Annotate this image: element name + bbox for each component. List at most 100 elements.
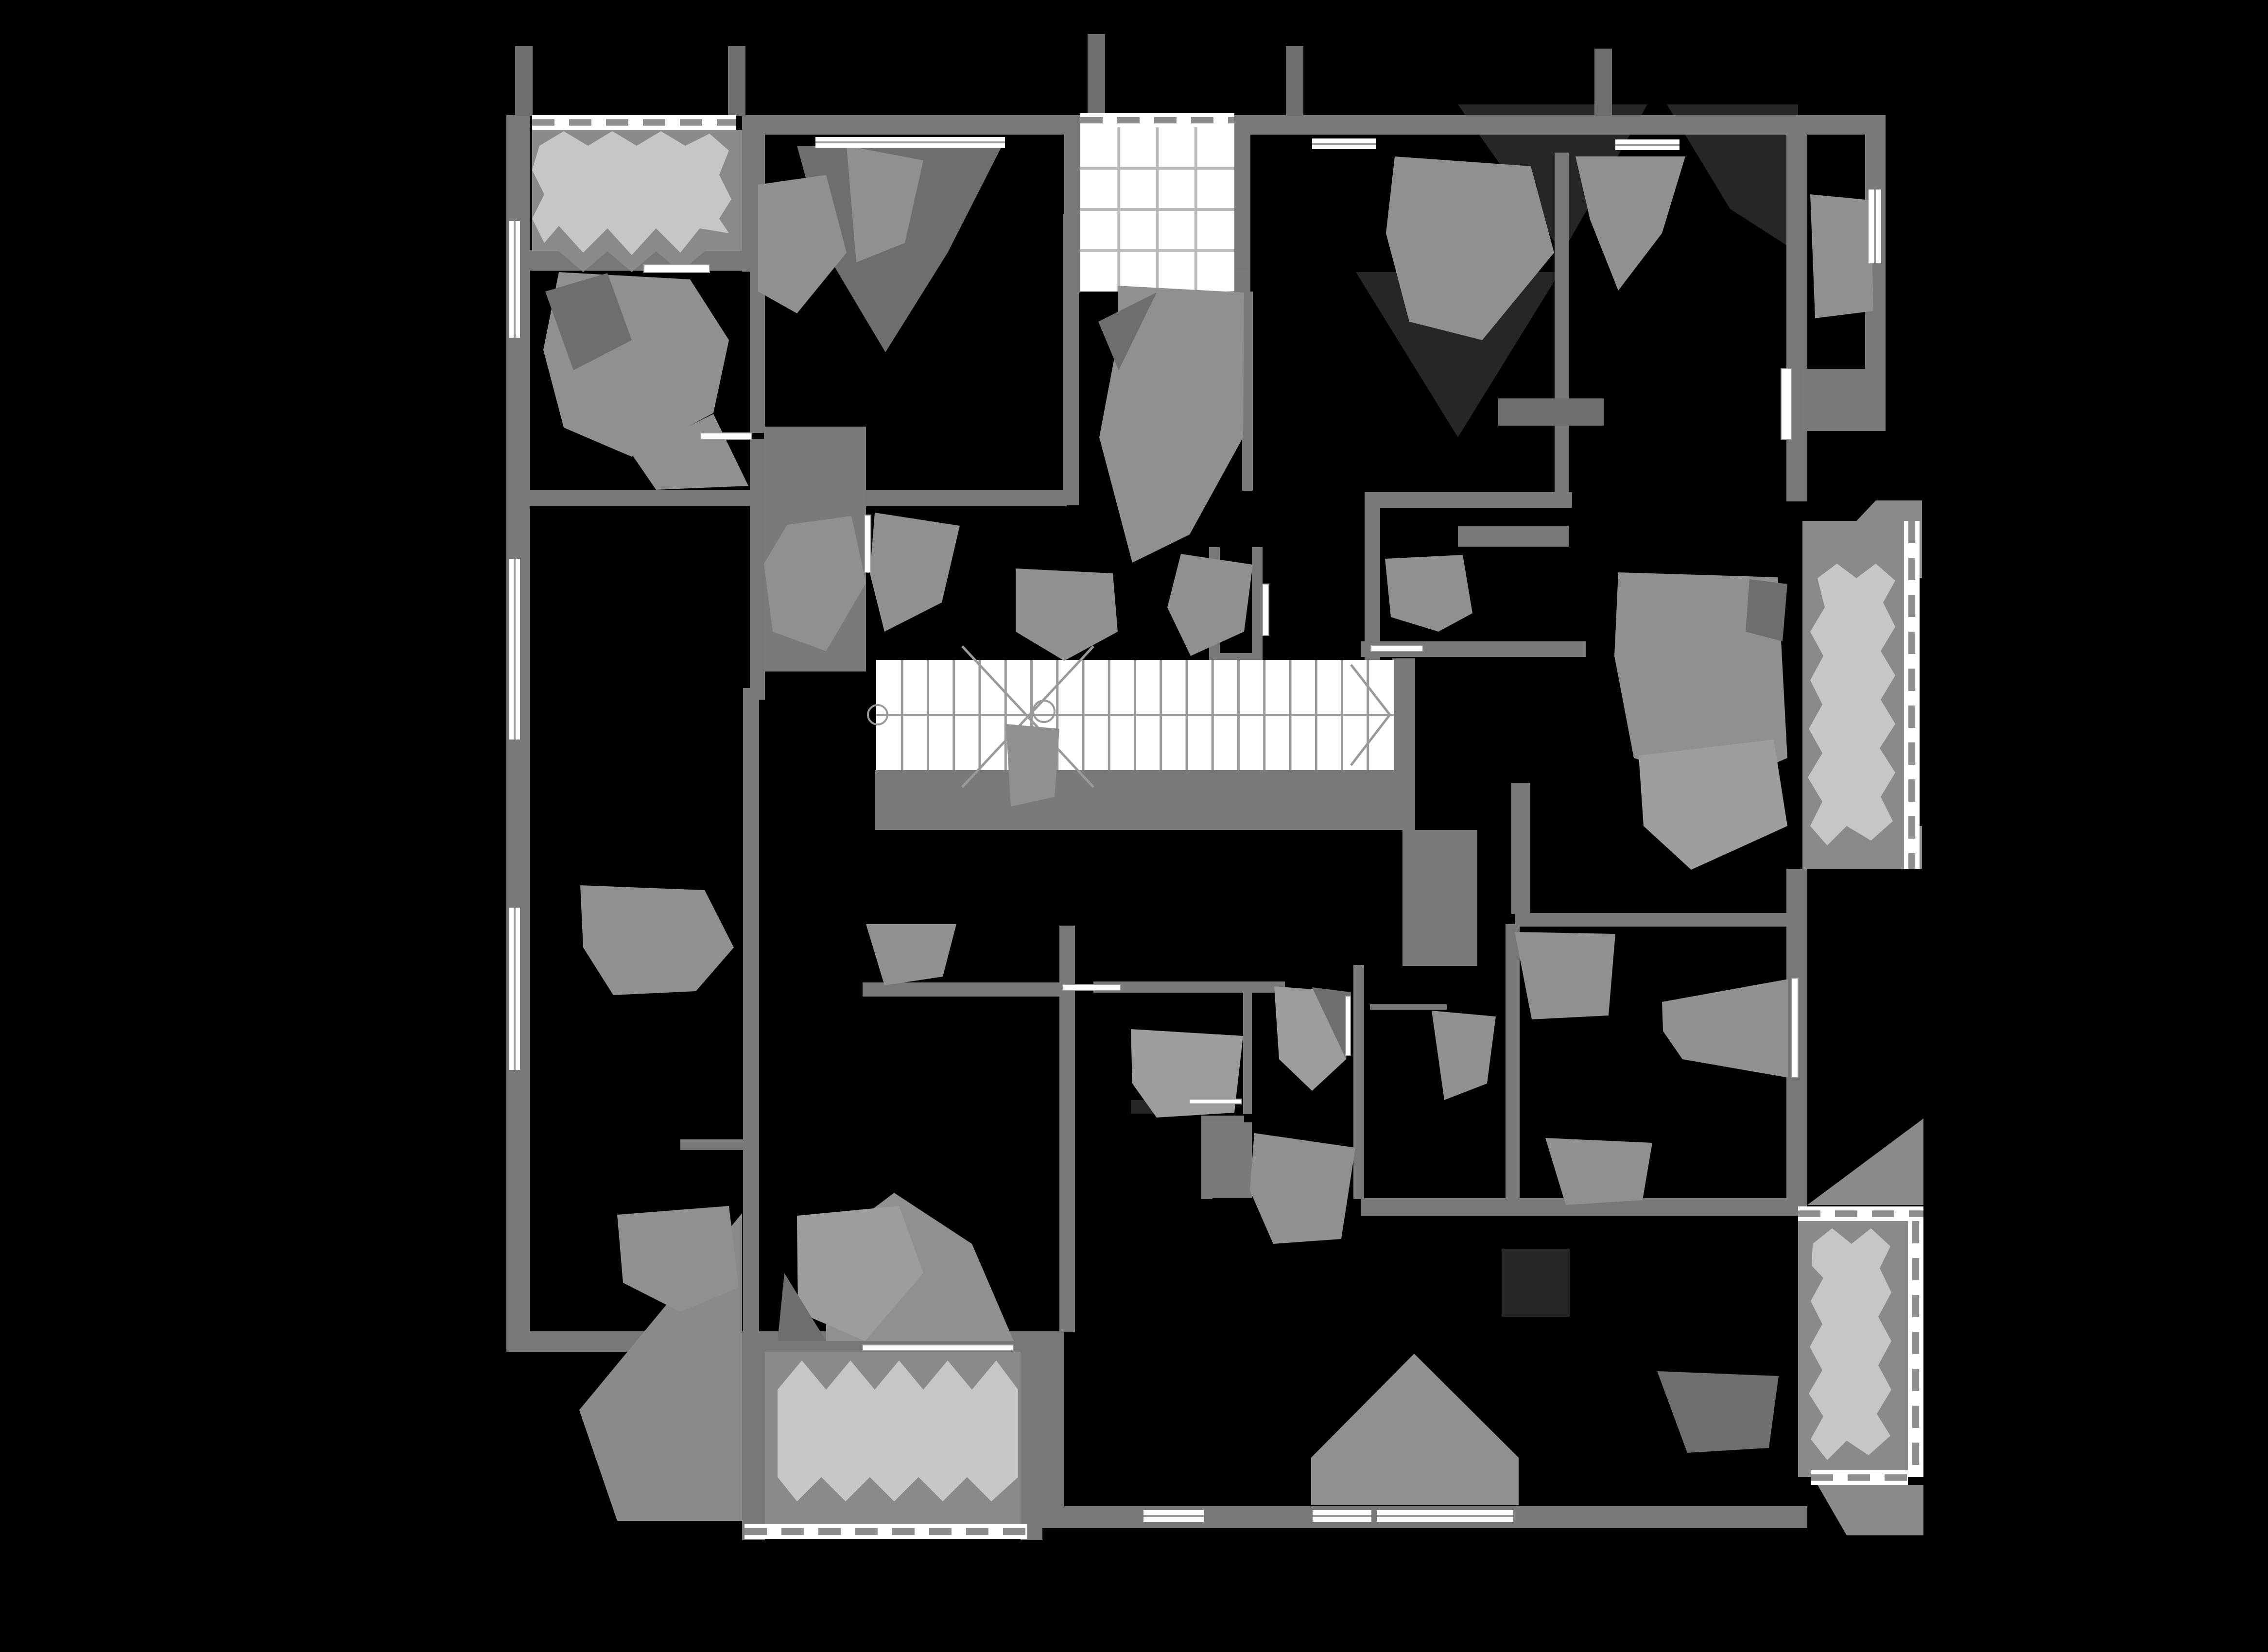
wall (1042, 1331, 1064, 1507)
furniture-blob (1250, 1133, 1355, 1244)
wall (1555, 153, 1569, 494)
door-leaf (643, 264, 710, 273)
wall (750, 271, 765, 433)
corridor-floor (1402, 830, 1477, 966)
wall (1365, 492, 1572, 508)
door-leaf (700, 432, 752, 440)
furniture-blob (764, 516, 866, 651)
balcony-deco-blob (1809, 1228, 1891, 1460)
furniture-blob (1098, 293, 1157, 370)
stair-direction-line (961, 645, 1094, 788)
wall (1059, 926, 1075, 1332)
wall (506, 270, 530, 1352)
wall (743, 688, 759, 1332)
wall (1234, 115, 1807, 135)
balcony-shading-triangle (607, 251, 656, 272)
corridor-floor (1201, 1122, 1252, 1198)
corridor-floor (1802, 369, 1886, 431)
wall (863, 982, 1062, 997)
balcony-shading-triangle (1818, 1485, 1923, 1535)
balcony-shading-triangle (1807, 1119, 1923, 1205)
wall-stub (1088, 34, 1105, 116)
furniture-blob (870, 513, 960, 632)
furniture-blob (866, 924, 956, 985)
balcony-shading-triangle (656, 251, 705, 272)
furniture-blob (1545, 1138, 1652, 1205)
wall (750, 439, 765, 675)
furniture-blob (797, 146, 1002, 352)
door-leaf (1370, 645, 1423, 652)
door-leaf (1189, 1099, 1242, 1104)
furniture-blob (1515, 932, 1615, 1019)
balcony-deco-blob (532, 131, 731, 255)
wall (1506, 924, 1520, 1199)
furniture-blob (1498, 398, 1604, 426)
door-leaf (862, 1344, 1014, 1351)
wall (1370, 1004, 1447, 1010)
furniture-blob (545, 273, 632, 370)
wall (1243, 993, 1252, 1114)
furniture-blob (1432, 1011, 1496, 1100)
furniture-blob (1614, 572, 1787, 787)
furniture-blob (778, 1273, 826, 1341)
balcony-shading-triangle (1802, 826, 1922, 869)
furniture-blob (847, 146, 923, 262)
stair-direction-line (1350, 664, 1391, 716)
wall-stub (1594, 49, 1612, 116)
stair-start-marker (867, 704, 888, 725)
furniture-blob (1006, 724, 1059, 807)
furniture-blob (1575, 156, 1685, 291)
wall-stub (515, 46, 533, 116)
balcony-shading-triangle (1802, 500, 1922, 578)
furniture-blob (580, 885, 734, 995)
furniture-blob (1311, 1354, 1519, 1505)
shadow-shape (1356, 272, 1560, 437)
furniture-blob (1810, 194, 1873, 318)
wall (1515, 913, 1788, 927)
wall (1201, 1116, 1244, 1122)
wall-stub (728, 46, 745, 116)
wall (1021, 1331, 1042, 1540)
door-leaf (1345, 996, 1351, 1056)
furniture-blob (758, 175, 847, 313)
door-leaf (1262, 584, 1269, 636)
door-leaf (1791, 978, 1799, 1078)
wall (1063, 214, 1079, 505)
stair-direction-line (1350, 714, 1391, 766)
wall (1093, 981, 1285, 993)
wall (530, 490, 752, 506)
furniture-blob (1016, 568, 1118, 661)
wall (1353, 965, 1364, 1199)
wall (1234, 127, 1250, 293)
wall (1511, 783, 1530, 914)
wall (1252, 547, 1263, 663)
balcony-deco-blob (778, 1360, 1018, 1501)
door-leaf (1781, 368, 1792, 440)
wall (765, 115, 1080, 135)
furniture-blob (1639, 740, 1787, 870)
furniture-blob (1746, 579, 1787, 641)
wall-stub (1286, 46, 1303, 116)
wall (866, 490, 1067, 506)
balcony-shading-triangle (559, 251, 607, 272)
stair-start-marker (1032, 700, 1056, 723)
balcony-deco-blob (1808, 564, 1895, 845)
furniture-blob (1657, 1371, 1779, 1453)
wall (680, 1139, 744, 1150)
shadow-shape (1667, 104, 1798, 253)
shadow-shape (1502, 1249, 1570, 1317)
wall (742, 1331, 765, 1540)
balcony-railing (532, 115, 736, 130)
wall (1458, 526, 1569, 547)
furniture-blob (1131, 1029, 1243, 1118)
shadow-shape (1458, 104, 1647, 253)
furniture-blob (1312, 987, 1351, 1059)
door-leaf (1062, 984, 1121, 991)
corridor-floor (875, 770, 1415, 830)
furniture-blob (1386, 156, 1554, 340)
wall (1786, 115, 1807, 501)
furniture-blob (1385, 555, 1472, 632)
door-leaf (864, 515, 871, 573)
